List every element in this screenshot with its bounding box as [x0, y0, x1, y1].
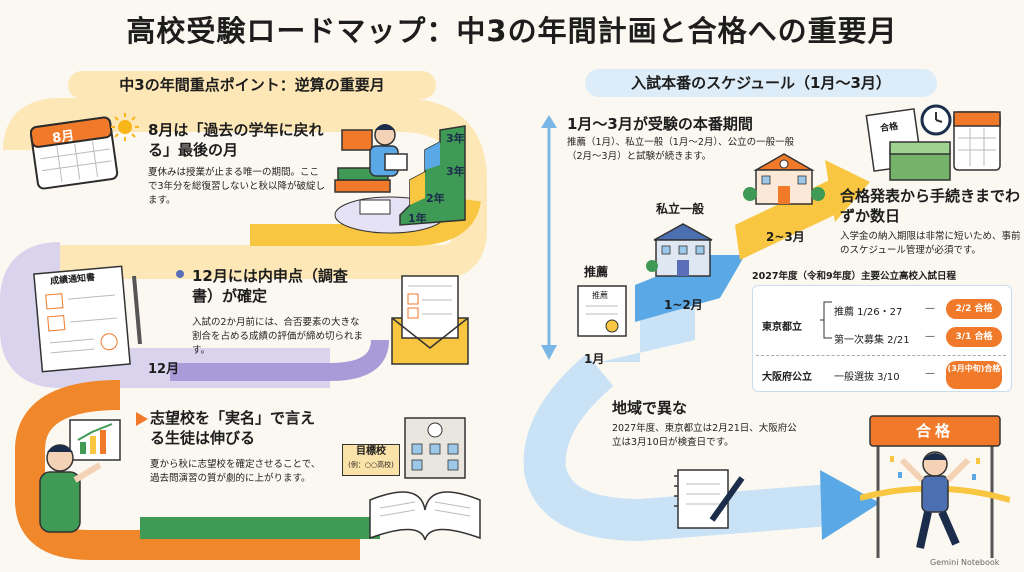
- region-osaka: 大阪府公立: [762, 372, 812, 383]
- target-school-sign: 目標校 (例：○○高校): [342, 444, 400, 476]
- fees-and-calendar-illustration: [865, 104, 1001, 181]
- schedule-title: 2027年度（令和9年度）主要公立高校入試日程: [752, 271, 957, 282]
- step-1-month: 1月: [584, 352, 605, 366]
- notebook-pen-icon: [674, 469, 745, 529]
- stair-label-1: 1年: [408, 212, 427, 225]
- august-heading: 8月は「過去の学年に戻れる」最後の月: [148, 121, 324, 159]
- bullet-dot: [176, 270, 184, 278]
- road-orange: [15, 380, 360, 560]
- target-school-heading: 志望校を「実名」で言える生徒は伸びる: [150, 409, 316, 447]
- region-body: 2027年度、東京都立は2月21日、大阪府公立は3月10日が検査日です。: [612, 423, 797, 448]
- blue-swoop: [523, 353, 832, 542]
- dash-3: —: [925, 368, 935, 379]
- recommendation-document-icon: [577, 285, 627, 337]
- step-private-label: 私立一般: [656, 202, 705, 216]
- road-yellow-band: [250, 197, 481, 246]
- sun-icon: [111, 113, 139, 141]
- goal-banner-text: 合格: [915, 422, 954, 440]
- calendar-icon: [30, 116, 119, 190]
- recommendation-doc-text: 推薦: [592, 291, 608, 300]
- sign-sub-text: (例：○○高校): [348, 461, 394, 469]
- schedule-divider: [756, 355, 1006, 356]
- pass-heading: 合格発表から手続きまでわずか数日: [840, 187, 1021, 225]
- tokyo-general-result: 3/1 合格: [946, 327, 1002, 347]
- august-body: 夏休みは授業が止まる唯一の期間。ここで3年分を総復習しないと秋以降が破綻します。: [148, 167, 326, 206]
- december-heading: 12月には内申点（調査書）が確定: [192, 267, 348, 305]
- timeline-arrow-up: [541, 115, 557, 128]
- pass-body: 入学金の納入期限は非常に短いため、事前のスケジュール管理が必須です。: [840, 231, 1021, 256]
- tokyo-general-exam: 第一次募集 2/21: [834, 335, 910, 346]
- osaka-general-result: (3月中旬)合格: [946, 361, 1002, 389]
- period-body: 推薦（1月）、私立一般（1月〜2月）、公立の一般一般（2月〜3月）と試験が続きま…: [567, 137, 795, 162]
- public-school-building-icon: [743, 153, 825, 205]
- stair-label-3b: 3年: [446, 132, 465, 145]
- tokyo-recommend-exam: 推薦 1/26・27: [834, 307, 903, 318]
- stair-step-1: [560, 305, 695, 362]
- private-school-building-icon: [646, 223, 713, 277]
- osaka-general-exam: 一般選抜 3/10: [834, 372, 900, 383]
- period-heading: 1月〜3月が受験の本番期間: [567, 115, 753, 133]
- page-title: 高校受験ロードマップ：中3の年間計画と合格への重要月: [126, 14, 898, 48]
- blue-swoop-head: [820, 470, 880, 540]
- stair-step-2: [635, 255, 745, 322]
- student-pointing-illustration: [39, 419, 121, 533]
- december-month-label: 12月: [148, 362, 180, 377]
- step-3-month: 2~3月: [766, 230, 805, 244]
- footer-brand: Gemini Notebook: [930, 558, 1000, 567]
- stair-arrow-head: [825, 160, 870, 222]
- report-card-illustration: [33, 265, 142, 373]
- orange-triangle-bullet: [136, 412, 148, 426]
- region-tokyo: 東京都立: [762, 322, 802, 333]
- studying-student-illustration: [334, 124, 466, 234]
- road-purple-band: [170, 339, 389, 381]
- money-document-label: 合格: [879, 121, 899, 135]
- goal-runner-illustration: [860, 415, 1010, 558]
- tokyo-recommend-result: 2/2 合格: [946, 299, 1002, 319]
- step-2-month: 1~2月: [664, 298, 703, 312]
- right-section-header: 入試本番のスケジュール（1月〜3月）: [585, 69, 937, 97]
- timeline-arrow-head: [541, 345, 557, 360]
- envelope-report-illustration: [391, 275, 469, 365]
- december-body: 入試の2か月前には、合否要素の大きな割合を占める成績の評価が締め切られます。: [192, 317, 364, 356]
- target-school-body: 夏から秋に志望校を確定させることで、過去問演習の質が劇的に上がります。: [150, 459, 321, 484]
- left-section-header: 中3の年間重点ポイント：逆算の重要月: [68, 71, 436, 99]
- dash-2: —: [925, 331, 935, 342]
- region-heading: 地域で異な: [612, 399, 688, 417]
- dash-1: —: [925, 303, 935, 314]
- tokyo-bracket: [820, 301, 832, 339]
- stair-label-3a: 3年: [446, 165, 465, 178]
- sign-main-text: 目標校: [356, 446, 386, 457]
- school-and-book-illustration: [369, 417, 481, 541]
- stair-label-2: 2年: [426, 192, 445, 205]
- calendar-month-label: 8月: [51, 128, 76, 147]
- step-recommendation-label: 推薦: [584, 265, 609, 279]
